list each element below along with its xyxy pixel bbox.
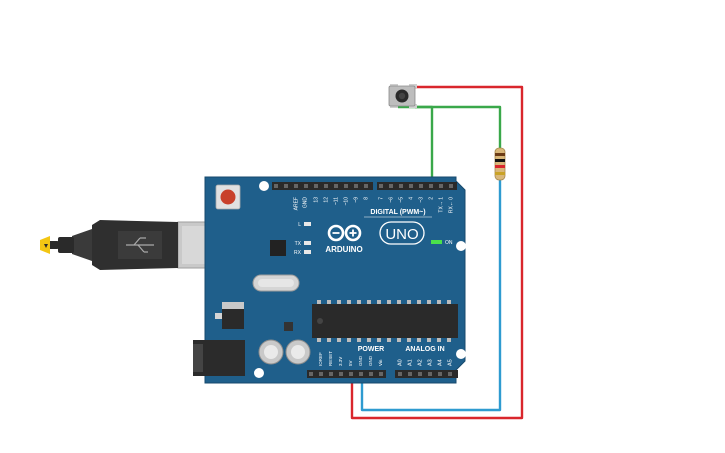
wire-green-resistor[interactable] bbox=[415, 105, 502, 148]
pin-hole[interactable] bbox=[448, 372, 452, 376]
power-header[interactable] bbox=[307, 370, 386, 378]
resistor[interactable] bbox=[494, 147, 506, 181]
power-pin-label: RESET bbox=[328, 351, 333, 366]
analog-pin-label: A3 bbox=[427, 359, 433, 366]
usb-interface-chip bbox=[270, 240, 286, 256]
analog-pin-label: A0 bbox=[397, 359, 403, 366]
digital-pin-label: TX→ 1 bbox=[438, 197, 444, 213]
digital-pin-label: 12 bbox=[323, 197, 329, 203]
digital-pin-label: 4 bbox=[408, 197, 414, 200]
pin-hole[interactable] bbox=[369, 372, 373, 376]
digital-pin-label: ~10 bbox=[343, 197, 349, 206]
pin-hole[interactable] bbox=[409, 184, 413, 188]
analog-pin-label: A2 bbox=[417, 359, 423, 366]
digital-pin-label: GND bbox=[302, 197, 308, 209]
pin-hole[interactable] bbox=[284, 184, 288, 188]
capacitor bbox=[285, 339, 311, 365]
power-pin-label: 3.3V bbox=[338, 357, 343, 366]
board-logo-text: ARDUINO bbox=[325, 245, 362, 254]
status-leds: L TX RX bbox=[294, 222, 311, 256]
pin-hole[interactable] bbox=[319, 372, 323, 376]
mounting-hole bbox=[456, 241, 466, 251]
digital-header-right[interactable] bbox=[377, 182, 457, 190]
digital-pin-label: 13 bbox=[313, 197, 319, 203]
power-pin-label: GND bbox=[368, 355, 373, 366]
digital-header-left[interactable] bbox=[272, 182, 373, 190]
mounting-hole bbox=[254, 368, 264, 378]
power-pin-label: Vin bbox=[378, 359, 383, 366]
pin-hole[interactable] bbox=[449, 184, 453, 188]
pin-hole[interactable] bbox=[398, 372, 402, 376]
power-pin-label: GND bbox=[358, 355, 363, 366]
pin-hole[interactable] bbox=[354, 184, 358, 188]
board-model-text: UNO bbox=[385, 226, 418, 243]
pin-hole[interactable] bbox=[329, 372, 333, 376]
on-label: ON bbox=[445, 240, 453, 246]
digital-pin-label: RX← 0 bbox=[448, 197, 454, 213]
wire-blue[interactable] bbox=[360, 180, 502, 412]
pin-hole[interactable] bbox=[428, 372, 432, 376]
pin-hole[interactable] bbox=[309, 372, 313, 376]
digital-pin-label: 2 bbox=[428, 197, 434, 200]
digital-header-label: DIGITAL (PWM~) bbox=[370, 209, 425, 216]
dc-barrel-jack[interactable] bbox=[193, 340, 245, 376]
pin-hole[interactable] bbox=[294, 184, 298, 188]
power-pin-label: 5V bbox=[348, 360, 353, 366]
analog-pin-label: A4 bbox=[437, 359, 443, 366]
mounting-hole bbox=[259, 181, 269, 191]
capacitor bbox=[258, 339, 284, 365]
analog-header[interactable] bbox=[395, 370, 458, 378]
wire-red[interactable] bbox=[350, 85, 524, 420]
crystal-oscillator bbox=[252, 274, 300, 292]
pin-hole[interactable] bbox=[359, 372, 363, 376]
pin-hole[interactable] bbox=[389, 184, 393, 188]
digital-pin-label: 8 bbox=[363, 197, 369, 200]
analog-pin-label: A1 bbox=[407, 359, 413, 366]
arduino-logo-icon bbox=[327, 224, 362, 242]
pin-hole[interactable] bbox=[439, 184, 443, 188]
svg-text:TX: TX bbox=[295, 241, 302, 247]
digital-pin-label: ~5 bbox=[398, 197, 404, 203]
digital-pin-label: ~9 bbox=[353, 197, 359, 203]
digital-pin-label: AREF bbox=[293, 197, 299, 210]
digital-pin-label: 7 bbox=[378, 197, 384, 200]
pin-hole[interactable] bbox=[364, 184, 368, 188]
svg-text:L: L bbox=[298, 222, 301, 228]
smd-chip bbox=[284, 322, 293, 331]
pin-hole[interactable] bbox=[324, 184, 328, 188]
power-led bbox=[431, 240, 442, 244]
pin-hole[interactable] bbox=[419, 184, 423, 188]
pin-hole[interactable] bbox=[334, 184, 338, 188]
pin-hole[interactable] bbox=[438, 372, 442, 376]
pin-hole[interactable] bbox=[339, 372, 343, 376]
digital-pin-label: ~3 bbox=[418, 197, 424, 203]
power-pin-label: IOREF bbox=[318, 352, 323, 366]
wire-green[interactable] bbox=[398, 105, 434, 186]
pin-hole[interactable] bbox=[304, 184, 308, 188]
digital-pin-label: ~11 bbox=[333, 197, 339, 205]
pin-hole[interactable] bbox=[344, 184, 348, 188]
mounting-hole bbox=[456, 349, 466, 359]
usb-symbol-icon bbox=[126, 237, 154, 253]
pin-hole[interactable] bbox=[314, 184, 318, 188]
digital-pin-label: ~6 bbox=[388, 197, 394, 203]
voltage-regulator bbox=[215, 302, 244, 329]
reset-button[interactable] bbox=[215, 184, 241, 210]
svg-text:RX: RX bbox=[294, 250, 302, 256]
pin-hole[interactable] bbox=[418, 372, 422, 376]
analog-pin-label: A5 bbox=[447, 359, 453, 366]
pin-hole[interactable] bbox=[399, 184, 403, 188]
pin-hole[interactable] bbox=[379, 372, 383, 376]
pin-hole[interactable] bbox=[429, 184, 433, 188]
pin-hole[interactable] bbox=[379, 184, 383, 188]
analog-label: ANALOG IN bbox=[405, 346, 444, 353]
pin-hole[interactable] bbox=[349, 372, 353, 376]
pushbutton[interactable] bbox=[388, 84, 417, 108]
microcontroller-chip bbox=[312, 300, 458, 342]
pin-hole[interactable] bbox=[408, 372, 412, 376]
power-label: POWER bbox=[358, 346, 384, 353]
pin-hole[interactable] bbox=[274, 184, 278, 188]
